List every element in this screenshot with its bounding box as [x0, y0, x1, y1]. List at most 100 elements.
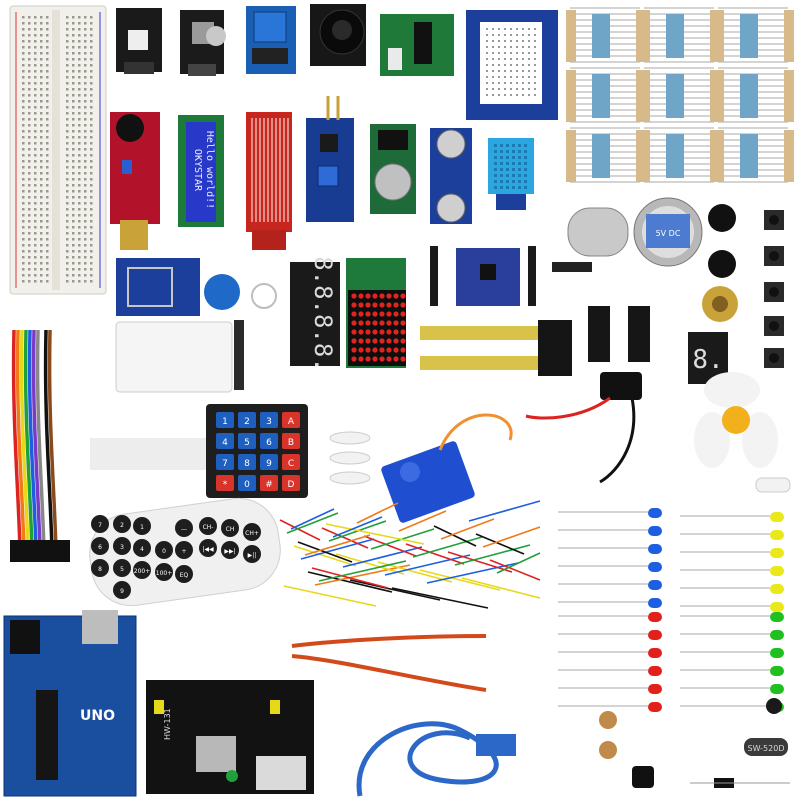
breadboard-hole: [34, 94, 37, 97]
breadboard-hole: [72, 280, 75, 283]
proto-hole: [522, 34, 524, 36]
arduino-uno-board: UNO: [3, 610, 137, 797]
breadboard-hole: [40, 274, 43, 277]
breadboard-hole: [40, 88, 43, 91]
dupont-wire: [405, 543, 465, 565]
dupont-wire: [321, 527, 369, 549]
keypad-key-label: 0: [244, 480, 250, 490]
photoresistors: [599, 711, 617, 759]
breadboard-hole: [34, 148, 37, 151]
matrix-led: [386, 320, 392, 326]
breadboard-hole: [22, 112, 25, 115]
breadboard-hole: [66, 118, 69, 121]
breadboard-hole: [28, 256, 31, 259]
breadboard-hole: [78, 214, 81, 217]
dht-vent: [506, 150, 509, 153]
breadboard-hole: [46, 244, 49, 247]
led: [648, 666, 662, 676]
proto-hole: [486, 40, 488, 42]
dht-vent: [518, 144, 521, 147]
remote-key: [91, 515, 109, 533]
proto-hole: [486, 28, 488, 30]
proto-hole: [528, 28, 530, 30]
matrix-led: [372, 311, 378, 317]
jumper-wire: [11, 329, 22, 551]
remote-key: [243, 545, 261, 563]
breadboard-hole: [34, 88, 37, 91]
breadboard-hole: [66, 28, 69, 31]
proto-hole: [510, 64, 512, 66]
proto-hole: [492, 34, 494, 36]
led: [770, 584, 784, 594]
breadboard-hole: [90, 40, 93, 43]
breadboard-hole: [84, 106, 87, 109]
breadboard-hole: [84, 232, 87, 235]
breadboard-hole: [90, 160, 93, 163]
breadboard-hole: [72, 22, 75, 25]
dht-vent: [512, 150, 515, 153]
dupont-wire: [461, 577, 541, 599]
breadboard-hole: [28, 112, 31, 115]
breadboard-hole: [28, 118, 31, 121]
breadboard-hole: [22, 196, 25, 199]
matrix-led: [393, 356, 399, 362]
breadboard-hole: [90, 274, 93, 277]
breadboard-hole: [46, 142, 49, 145]
dupont-wire: [325, 523, 425, 545]
proto-hole: [528, 94, 530, 96]
breadboard-hole: [84, 178, 87, 181]
battery-clip: [525, 372, 642, 484]
fan-propeller: [694, 372, 778, 468]
matrix-led: [365, 311, 371, 317]
breadboard-hole: [40, 124, 43, 127]
breadboard-hole: [28, 244, 31, 247]
proto-hole: [516, 58, 518, 60]
breadboard: [9, 5, 107, 295]
led: [648, 526, 662, 536]
matrix-led: [386, 311, 392, 317]
potentiometer: [702, 286, 738, 322]
breadboard-hole: [46, 250, 49, 253]
keypad-key: [260, 433, 278, 449]
dupont-wire: [297, 541, 353, 563]
seven-segment-4-digit: 8.8.8.8.: [290, 256, 340, 372]
breadboard-hole: [72, 154, 75, 157]
breadboard-hole: [84, 202, 87, 205]
breadboard-hole: [78, 16, 81, 19]
breadboard-hole: [34, 166, 37, 169]
breadboard-hole: [22, 172, 25, 175]
remote-key-label: CH: [226, 526, 235, 533]
breadboard-hole: [66, 220, 69, 223]
breadboard-hole: [84, 22, 87, 25]
breadboard-hole: [34, 238, 37, 241]
proto-hole: [492, 64, 494, 66]
remote-key-label: 100+: [156, 570, 172, 577]
remote-key: [175, 519, 193, 537]
breadboard-hole: [22, 76, 25, 79]
usb-cable: [356, 721, 516, 797]
keypad-key-label: 7: [222, 459, 228, 469]
led: [770, 630, 784, 640]
breadboard-hole: [22, 232, 25, 235]
breadboard-hole: [40, 232, 43, 235]
matrix-led: [386, 302, 392, 308]
resistor-tape-right: [784, 70, 794, 122]
breadboard-hole: [66, 238, 69, 241]
dht-vent: [512, 144, 515, 147]
proto-hole: [534, 82, 536, 84]
breadboard-hole: [34, 178, 37, 181]
dupont-wire: [293, 545, 357, 567]
breadboard-hole: [40, 82, 43, 85]
breadboard-hole: [72, 178, 75, 181]
matrix-led: [351, 302, 357, 308]
matrix-led: [400, 311, 406, 317]
dht-vent: [506, 144, 509, 147]
dupont-wire: [440, 518, 495, 540]
remote-key-label: EQ: [180, 572, 189, 579]
breadboard-hole: [46, 226, 49, 229]
breadboard-hole: [40, 130, 43, 133]
rfid-reader: [116, 258, 200, 316]
buzzers: [708, 204, 736, 278]
keypad-key: [260, 454, 278, 470]
